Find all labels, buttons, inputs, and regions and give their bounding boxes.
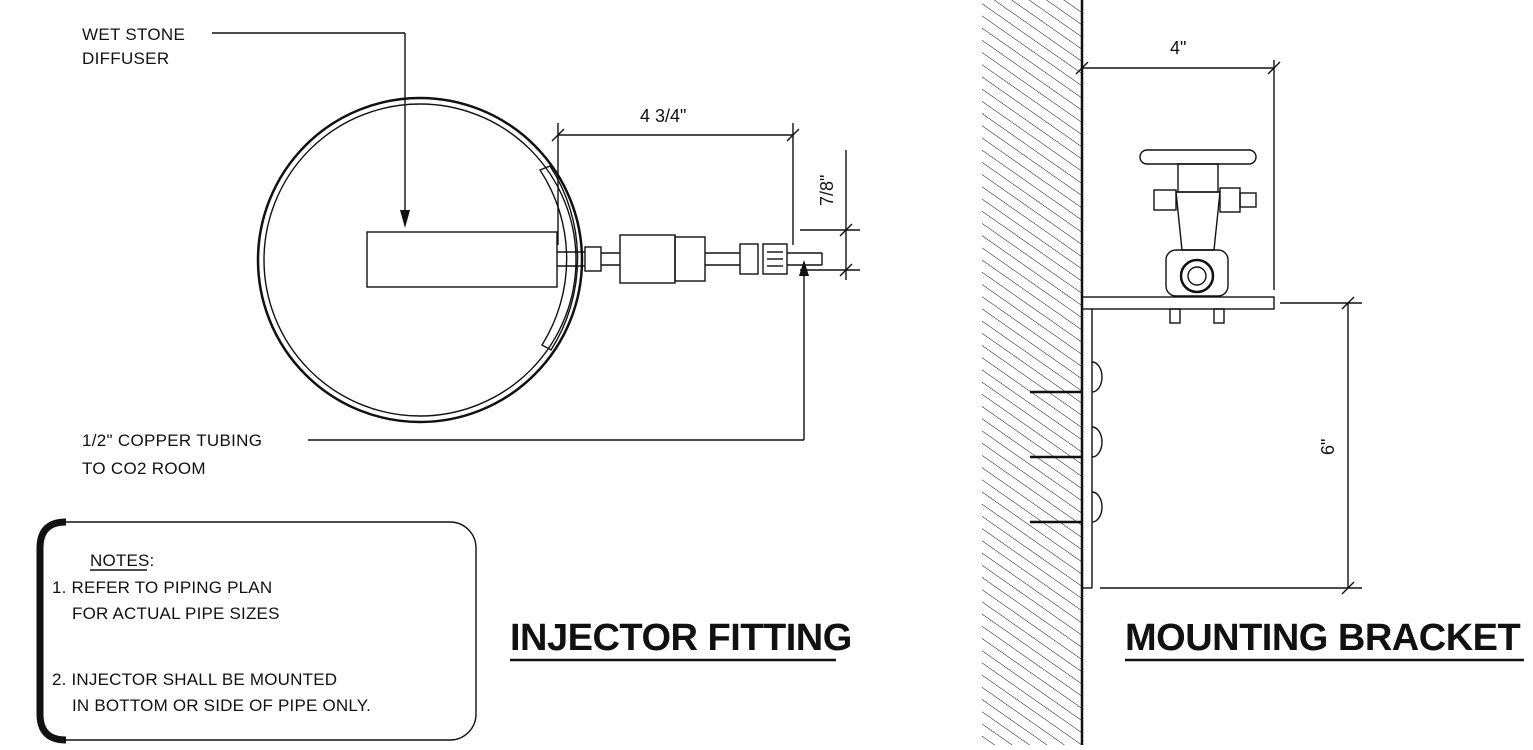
injector-fitting-view: WET STONE DIFFUSER 4 3/4" 7/8" 1/2" COPP… [82, 25, 860, 662]
bracket-dimension-height-label: 6" [1318, 439, 1338, 455]
injector-body [557, 234, 823, 284]
diffuser-label-line2: DIFFUSER [82, 49, 169, 68]
tubing-leader [308, 260, 809, 441]
diffuser-stone [366, 231, 558, 288]
tubing-label-line1: 1/2" COPPER TUBING [82, 431, 262, 450]
dimension-height [800, 150, 860, 280]
dimension-length-label: 4 3/4" [640, 106, 686, 126]
pipe-cross-section [256, 96, 584, 424]
dimension-height-label: 7/8" [817, 175, 837, 206]
notes-heading: NOTES: [90, 551, 155, 570]
bracket-dimension-width [1075, 60, 1281, 290]
note-1-line2: FOR ACTUAL PIPE SIZES [72, 604, 280, 623]
note-2-line1: 2. INJECTOR SHALL BE MOUNTED [52, 670, 337, 689]
tubing-label-line2: TO CO2 ROOM [82, 459, 206, 478]
wall-hatch [982, 0, 1082, 745]
dimension-length [551, 123, 800, 245]
mounting-bracket-view: 4" 6" MOUNTING BRACKET [982, 0, 1524, 745]
note-2-line2: IN BOTTOM OR SIDE OF PIPE ONLY. [72, 696, 371, 715]
bracket-shelf [1081, 296, 1275, 589]
wall-anchors [1030, 361, 1103, 524]
injector-fitting-title: INJECTOR FITTING [510, 617, 852, 659]
bracket-dimension-height [1100, 296, 1362, 595]
note-1-line1: 1. REFER TO PIPING PLAN [52, 578, 272, 597]
diffuser-leader [212, 32, 410, 228]
regulator-assembly [1139, 149, 1257, 324]
notes-box: NOTES: 1. REFER TO PIPING PLAN FOR ACTUA… [36, 518, 477, 744]
mounting-bracket-title: MOUNTING BRACKET [1125, 617, 1520, 659]
bracket-dimension-width-label: 4" [1170, 38, 1186, 58]
diffuser-label-line1: WET STONE [82, 25, 185, 44]
